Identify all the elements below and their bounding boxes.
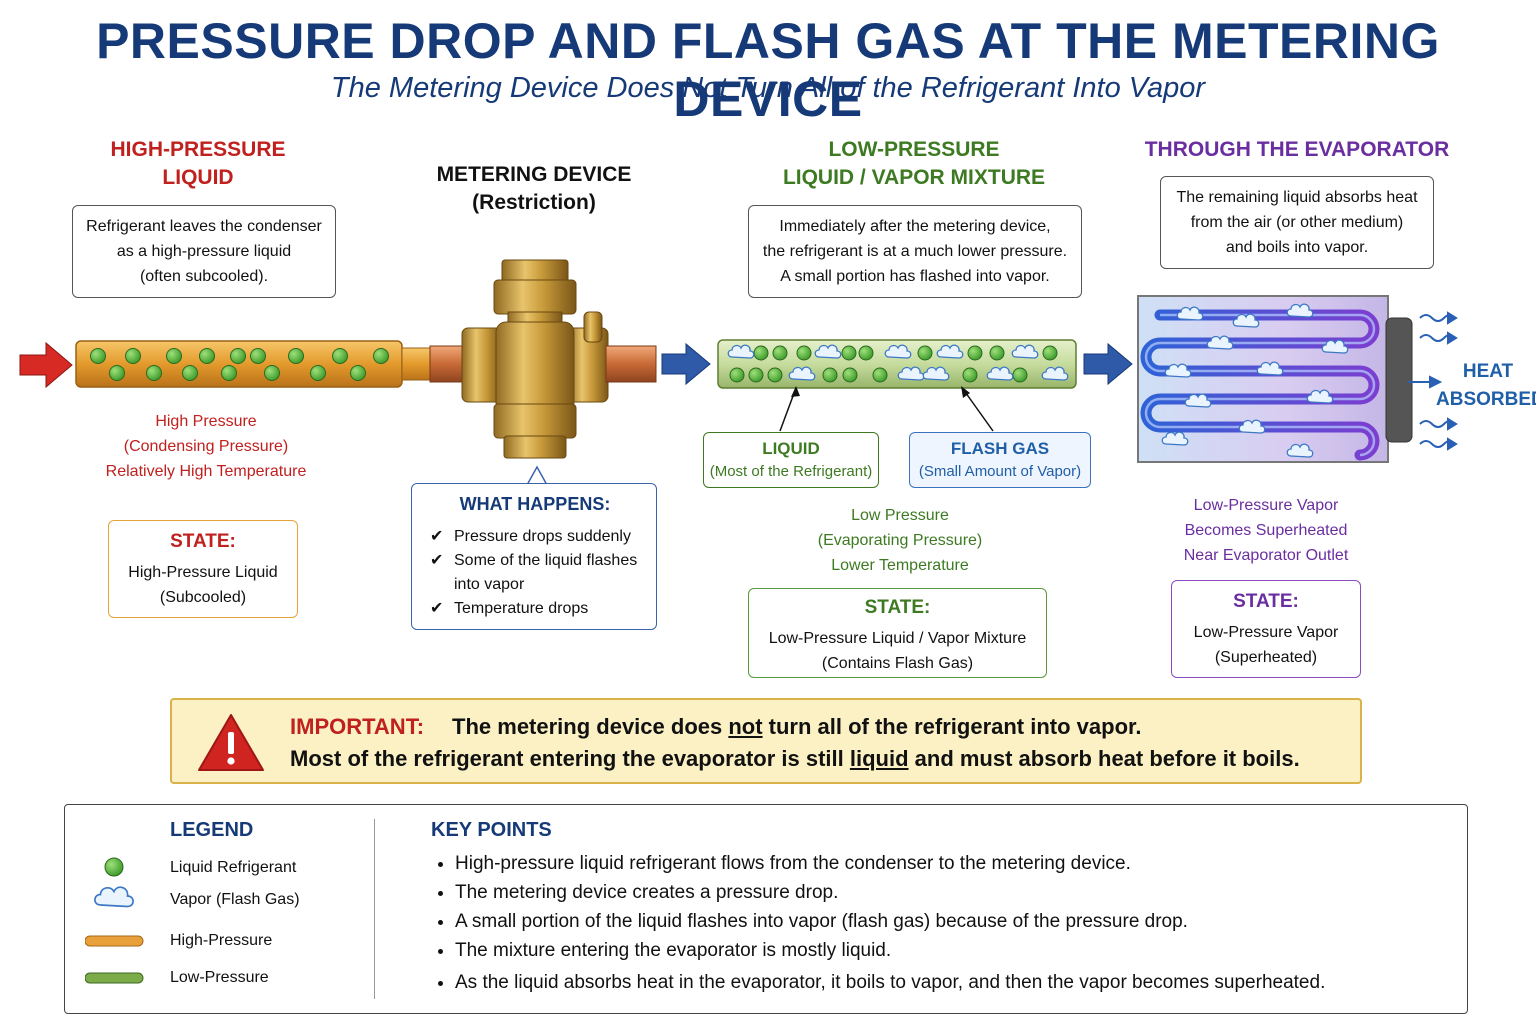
evaporator-heading: THROUGH THE EVAPORATOR <box>1144 138 1450 161</box>
high-pressure-pipe <box>75 340 403 388</box>
high-pressure-liquid-drops <box>90 348 389 381</box>
legend-vapor-icon <box>94 886 134 908</box>
low-pressure-state-box: STATE: Low-Pressure Liquid / Vapor Mixtu… <box>748 588 1047 678</box>
evaporator-state-box: STATE: Low-Pressure Vapor (Superheated) <box>1171 580 1361 678</box>
metering-device-heading: METERING DEVICE (Restriction) <box>436 163 632 214</box>
metering-device-valve <box>461 259 609 459</box>
page-subtitle: The Metering Device Does Not Turn All of… <box>330 72 1206 104</box>
what-happens-item: ✔Pressure drops suddenly <box>428 525 642 549</box>
what-happens-item: ✔Some of the liquid flashes into vapor <box>428 549 642 597</box>
inlet-arrow <box>19 341 73 389</box>
evaporator-coil <box>1137 295 1413 463</box>
high-pressure-conditions: High Pressure (Condensing Pressure) Rela… <box>105 413 307 480</box>
flow-arrow-1 <box>661 342 711 386</box>
legend-liquid-icon <box>104 857 124 877</box>
key-points-title: KEY POINTS <box>431 819 552 841</box>
evaporator-description: The remaining liquid absorbs heat from t… <box>1160 176 1434 269</box>
key-point: The metering device creates a pressure d… <box>455 878 1465 907</box>
check-icon: ✔ <box>430 600 444 617</box>
heat-wave-arrows <box>1408 311 1458 451</box>
key-point: As the liquid absorbs heat in the evapor… <box>455 968 1465 997</box>
legend-high-pressure-icon <box>85 935 144 947</box>
legend-item: High-Pressure <box>170 932 273 949</box>
key-point: High-pressure liquid refrigerant flows f… <box>455 849 1465 878</box>
legend-item: Low-Pressure <box>170 969 269 986</box>
divider <box>374 819 375 999</box>
page-title: PRESSURE DROP AND FLASH GAS AT THE METER… <box>96 13 1440 127</box>
low-pressure-liquid-drops <box>729 345 1058 383</box>
important-label: IMPORTANT: <box>290 714 425 739</box>
legend-low-pressure-icon <box>85 972 144 984</box>
high-pressure-state-box: STATE: High-Pressure Liquid (Subcooled) <box>108 520 298 618</box>
legend-symbols <box>85 857 144 984</box>
liquid-label-box: LIQUID (Most of the Refrigerant) <box>703 432 879 488</box>
high-pressure-description: Refrigerant leaves the condenser as a hi… <box>72 205 336 298</box>
legend-item: Liquid Refrigerant <box>170 859 297 876</box>
warning-icon <box>198 714 264 771</box>
legend-item: Vapor (Flash Gas) <box>170 891 300 908</box>
check-icon: ✔ <box>430 528 444 545</box>
low-pressure-heading: LOW-PRESSURE LIQUID / VAPOR MIXTURE <box>782 138 1046 189</box>
check-icon: ✔ <box>430 552 444 569</box>
flow-arrow-2 <box>1083 342 1133 386</box>
key-point: The mixture entering the evaporator is m… <box>455 936 1465 965</box>
legend-keypoints-panel: LEGEND Liquid Refrigerant Vapor (Flash G… <box>64 804 1468 1014</box>
low-pressure-description: Immediately after the metering device, t… <box>748 205 1082 298</box>
important-banner: IMPORTANT:The metering device does not t… <box>170 698 1362 784</box>
what-happens-item: ✔Temperature drops <box>428 597 642 621</box>
high-pressure-heading: HIGH-PRESSURE LIQUID <box>110 138 286 189</box>
key-points-list: High-pressure liquid refrigerant flows f… <box>431 849 1465 997</box>
key-point: A small portion of the liquid flashes in… <box>455 907 1465 936</box>
flash-gas-label-box: FLASH GAS (Small Amount of Vapor) <box>909 432 1091 488</box>
low-pressure-conditions: Low Pressure (Evaporating Pressure) Lowe… <box>817 507 983 574</box>
evaporator-conditions: Low-Pressure Vapor Becomes Superheated N… <box>1183 497 1349 564</box>
legend-title: LEGEND <box>170 819 254 841</box>
heat-absorbed-label: HEAT ABSORBED <box>1436 361 1536 410</box>
what-happens-box: WHAT HAPPENS: ✔Pressure drops suddenly ✔… <box>411 483 657 630</box>
